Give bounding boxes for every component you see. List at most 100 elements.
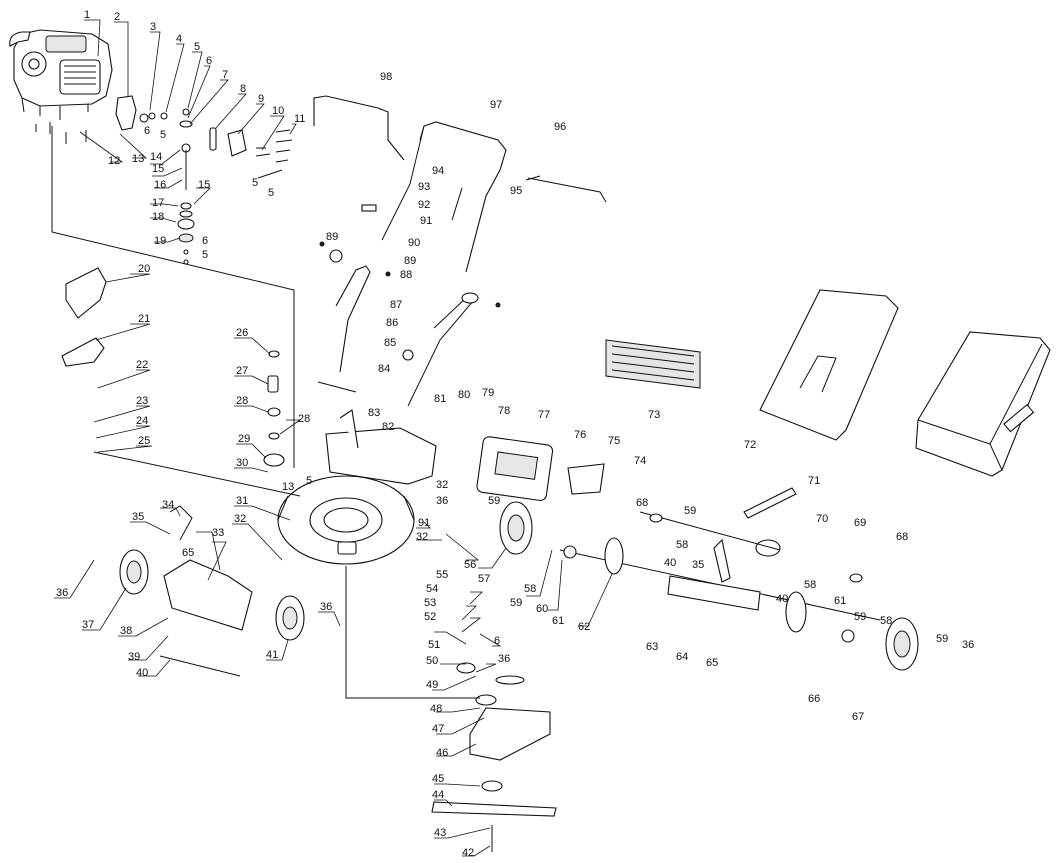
- callout-11: 11: [294, 113, 305, 125]
- callout-75: 75: [608, 435, 620, 447]
- callout-88: 88: [400, 269, 412, 281]
- callout-26: 26: [236, 327, 248, 339]
- rear-left-wheel: [499, 501, 533, 555]
- callout-labels: 1 2 3 4 5 6 6 5 7 8 9 10 11 12 13 14 15 …: [56, 9, 974, 859]
- callout-58: 58: [804, 579, 816, 591]
- assembly-guide-lines: [51, 126, 480, 699]
- leader-lines: [54, 19, 613, 857]
- drive-parts: [263, 350, 557, 852]
- callout-38: 38: [120, 625, 132, 637]
- callout-40: 40: [136, 667, 148, 679]
- callout-17: 17: [152, 197, 164, 209]
- callout-32: 32: [436, 479, 448, 491]
- callout-8: 8: [240, 83, 246, 95]
- callout-6: 6: [206, 55, 212, 67]
- callout-23: 23: [136, 395, 148, 407]
- callout-80: 80: [458, 389, 470, 401]
- callout-96: 96: [554, 121, 566, 133]
- callout-22: 22: [136, 359, 148, 371]
- callout-86: 86: [386, 317, 398, 329]
- callout-57: 57: [478, 573, 490, 585]
- callout-45: 45: [432, 773, 444, 785]
- front-right-wheel: [275, 595, 305, 641]
- callout-7: 7: [222, 69, 228, 81]
- callout-68: 68: [636, 497, 648, 509]
- callout-36: 36: [436, 495, 448, 507]
- callout-47: 47: [432, 723, 444, 735]
- callout-5: 5: [252, 177, 258, 189]
- callout-59: 59: [510, 597, 522, 609]
- callout-59: 59: [936, 633, 948, 645]
- callout-12: 12: [108, 155, 120, 167]
- callout-16: 16: [154, 179, 166, 191]
- callout-58: 58: [676, 539, 688, 551]
- callout-5: 5: [194, 41, 200, 53]
- callout-2: 2: [114, 11, 120, 23]
- callout-69: 69: [854, 517, 866, 529]
- callout-59: 59: [488, 495, 500, 507]
- callout-33: 33: [212, 527, 224, 539]
- callout-65: 65: [182, 547, 194, 559]
- callout-6: 6: [144, 125, 150, 137]
- callout-19: 19: [154, 235, 166, 247]
- callout-1: 1: [84, 9, 90, 21]
- callout-73: 73: [648, 409, 660, 421]
- callout-78: 78: [498, 405, 510, 417]
- mower-deck-part: [277, 475, 415, 565]
- callout-20: 20: [138, 263, 150, 275]
- callout-34: 34: [162, 499, 174, 511]
- callout-55: 55: [436, 569, 448, 581]
- callout-74: 74: [634, 455, 646, 467]
- callout-83: 83: [368, 407, 380, 419]
- callout-25: 25: [138, 435, 150, 447]
- callout-64: 64: [676, 651, 688, 663]
- callout-66: 66: [808, 693, 820, 705]
- callout-36: 36: [962, 639, 974, 651]
- callout-82: 82: [382, 421, 394, 433]
- callout-89: 89: [404, 255, 416, 267]
- callout-65: 65: [706, 657, 718, 669]
- callout-54: 54: [426, 583, 438, 595]
- engine-hardware: [35, 95, 293, 265]
- callout-50: 50: [426, 655, 438, 667]
- callout-76: 76: [574, 429, 586, 441]
- callout-97: 97: [490, 99, 502, 111]
- callout-4: 4: [176, 33, 182, 45]
- callout-90: 90: [408, 237, 420, 249]
- callout-5: 5: [160, 129, 166, 141]
- callout-9: 9: [258, 93, 264, 105]
- callout-15: 15: [152, 163, 164, 175]
- callout-44: 44: [432, 789, 444, 801]
- rear-axle-parts: [559, 487, 881, 643]
- callout-29: 29: [238, 433, 250, 445]
- callout-53: 53: [424, 597, 436, 609]
- callout-98: 98: [380, 71, 392, 83]
- callout-30: 30: [236, 457, 248, 469]
- rear-housing-parts: [325, 409, 605, 501]
- callout-84: 84: [378, 363, 390, 375]
- callout-5: 5: [202, 249, 208, 261]
- callout-6: 6: [202, 235, 208, 247]
- rear-right-wheel: [885, 617, 919, 671]
- callout-40: 40: [664, 557, 676, 569]
- callout-62: 62: [578, 621, 590, 633]
- callout-58: 58: [524, 583, 536, 595]
- callout-42: 42: [462, 847, 474, 859]
- callout-81: 81: [434, 393, 446, 405]
- callout-92: 92: [418, 199, 430, 211]
- callout-56: 56: [464, 559, 476, 571]
- callout-32: 32: [234, 513, 246, 525]
- callout-60: 60: [536, 603, 548, 615]
- callout-35: 35: [692, 559, 704, 571]
- callout-59: 59: [854, 611, 866, 623]
- callout-85: 85: [384, 337, 396, 349]
- front-parts: [61, 267, 301, 677]
- callout-70: 70: [816, 513, 828, 525]
- callout-5: 5: [268, 187, 274, 199]
- callout-35: 35: [132, 511, 144, 523]
- callout-63: 63: [646, 641, 658, 653]
- callout-91: 91: [418, 517, 430, 529]
- callout-36: 36: [56, 587, 68, 599]
- callout-72: 72: [744, 439, 756, 451]
